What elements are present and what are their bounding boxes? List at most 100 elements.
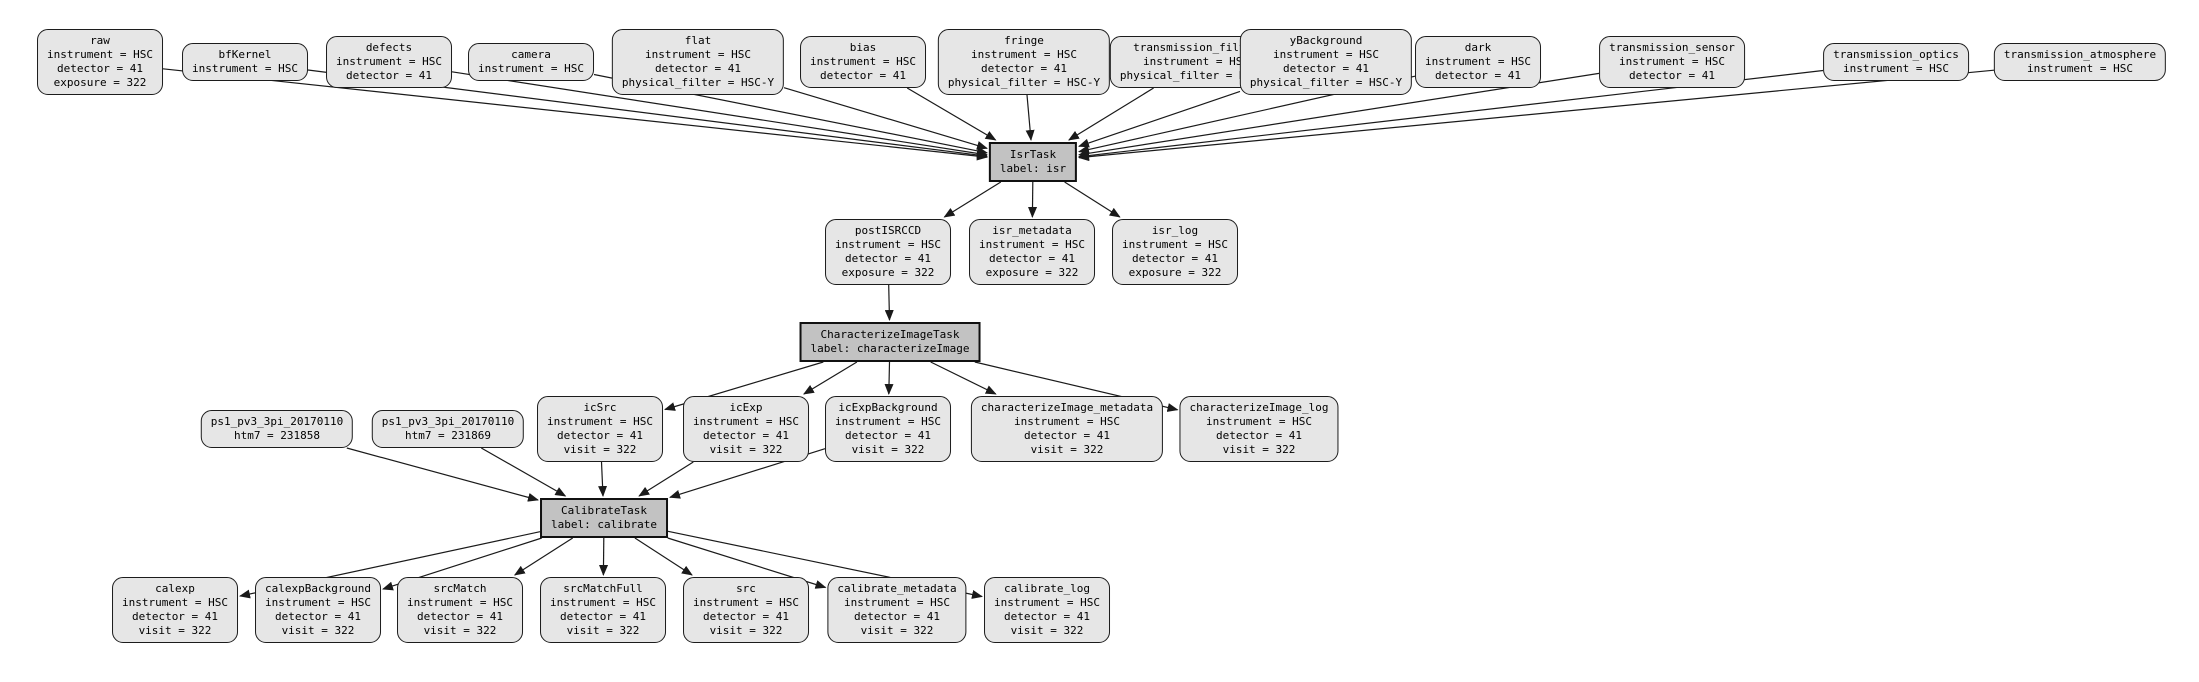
node-attribute: instrument = HSC	[1014, 415, 1120, 428]
edge-calibrate-to-src	[634, 537, 693, 576]
node-attribute: visit = 322	[566, 624, 640, 637]
edge-yBackground-to-isr	[1078, 90, 1241, 148]
node-attribute: label: isr	[999, 162, 1067, 175]
node-attribute: visit = 322	[851, 443, 925, 456]
node-attribute: physical_filter = HSC-Y	[1249, 76, 1403, 89]
node-attribute: visit = 322	[563, 443, 637, 456]
node-attribute: instrument = HSC	[336, 55, 442, 68]
node-attribute: visit = 322	[1010, 624, 1084, 637]
node-title: fringe	[1004, 34, 1044, 47]
edge-transmission_filter-to-isr	[1068, 87, 1154, 141]
edge-characterizeImage-to-icExpBackground	[884, 361, 894, 395]
node-attribute: exposure = 322	[841, 266, 935, 279]
node-attribute: detector = 41	[416, 610, 504, 623]
node-attribute: visit = 322	[281, 624, 355, 637]
node-attribute: instrument = HSC	[693, 415, 799, 428]
node-attribute: detector = 41	[56, 62, 144, 75]
node-title: postISRCCD	[854, 224, 922, 237]
node-attribute: instrument = HSC	[1425, 55, 1531, 68]
node-attribute: physical_filter = HSC-Y	[947, 76, 1101, 89]
node-attribute: detector = 41	[131, 610, 219, 623]
node-attribute: physical_filter = HSC-Y	[621, 76, 775, 89]
node-attribute: instrument = HSC	[122, 596, 228, 609]
node-title: srcMatch	[433, 582, 487, 595]
node-title: flat	[684, 34, 712, 47]
node-attribute: detector = 41	[1628, 69, 1716, 82]
edge-fringe-to-isr	[1025, 94, 1035, 141]
node-attribute: instrument = HSC	[835, 415, 941, 428]
node-title: srcMatchFull	[563, 582, 643, 595]
edge-bias-to-isr	[906, 87, 997, 141]
node-title: calibrate_log	[1003, 582, 1091, 595]
node-attribute: detector = 41	[274, 610, 362, 623]
node-attribute: label: characterizeImage	[810, 342, 970, 355]
node-attribute: instrument = HSC	[971, 48, 1077, 61]
node-attribute: htm7 = 231858	[233, 429, 321, 442]
node-title: CalibrateTask	[560, 504, 648, 517]
edge-isr-to-postISRCCD	[943, 181, 1002, 218]
node-attribute: detector = 41	[702, 610, 790, 623]
node-title: transmission_sensor	[1609, 41, 1735, 54]
node-attribute: detector = 41	[556, 429, 644, 442]
node-attribute: instrument = HSC	[835, 238, 941, 251]
node-title: transmission_optics	[1833, 48, 1959, 61]
node-attribute: instrument = HSC	[2027, 62, 2133, 75]
node-title: isr_metadata	[992, 224, 1072, 237]
node-attribute: instrument = HSC	[1843, 62, 1949, 75]
node-attribute: detector = 41	[988, 252, 1076, 265]
node-attribute: visit = 322	[138, 624, 212, 637]
node-attribute: detector = 41	[1023, 429, 1111, 442]
node-title: src	[736, 582, 756, 595]
node-attribute: instrument = HSC	[994, 596, 1100, 609]
node-title: characterizeImage_log	[1189, 401, 1329, 414]
node-title: bias	[849, 41, 877, 54]
node-attribute: detector = 41	[980, 62, 1068, 75]
node-attribute: detector = 41	[559, 610, 647, 623]
edge-characterizeImage-to-characterizeImage_metadata	[930, 361, 997, 395]
node-attribute: visit = 322	[423, 624, 497, 637]
node-attribute: instrument = HSC	[47, 48, 153, 61]
node-title: ps1_pv3_3pi_20170110	[210, 415, 344, 428]
node-attribute: instrument = HSC	[1206, 415, 1312, 428]
node-attribute: detector = 41	[345, 69, 433, 82]
node-attribute: detector = 41	[1003, 610, 1091, 623]
node-attribute: detector = 41	[1434, 69, 1522, 82]
node-attribute: instrument = HSC	[547, 415, 653, 428]
edge-flat-to-isr	[783, 87, 988, 150]
node-attribute: detector = 41	[844, 252, 932, 265]
node-attribute: instrument = HSC	[265, 596, 371, 609]
node-attribute: instrument = HSC	[979, 238, 1085, 251]
node-attribute: instrument = HSC	[645, 48, 751, 61]
node-attribute: instrument = HSC	[550, 596, 656, 609]
node-attribute: instrument = HSC	[810, 55, 916, 68]
node-title: characterizeImage_metadata	[980, 401, 1154, 414]
node-attribute: detector = 41	[853, 610, 941, 623]
node-attribute: instrument = HSC	[844, 596, 950, 609]
node-title: defects	[365, 41, 413, 54]
node-title: calexp	[155, 582, 195, 595]
node-attribute: instrument = HSC	[1273, 48, 1379, 61]
node-attribute: detector = 41	[702, 429, 790, 442]
node-attribute: visit = 322	[709, 624, 783, 637]
